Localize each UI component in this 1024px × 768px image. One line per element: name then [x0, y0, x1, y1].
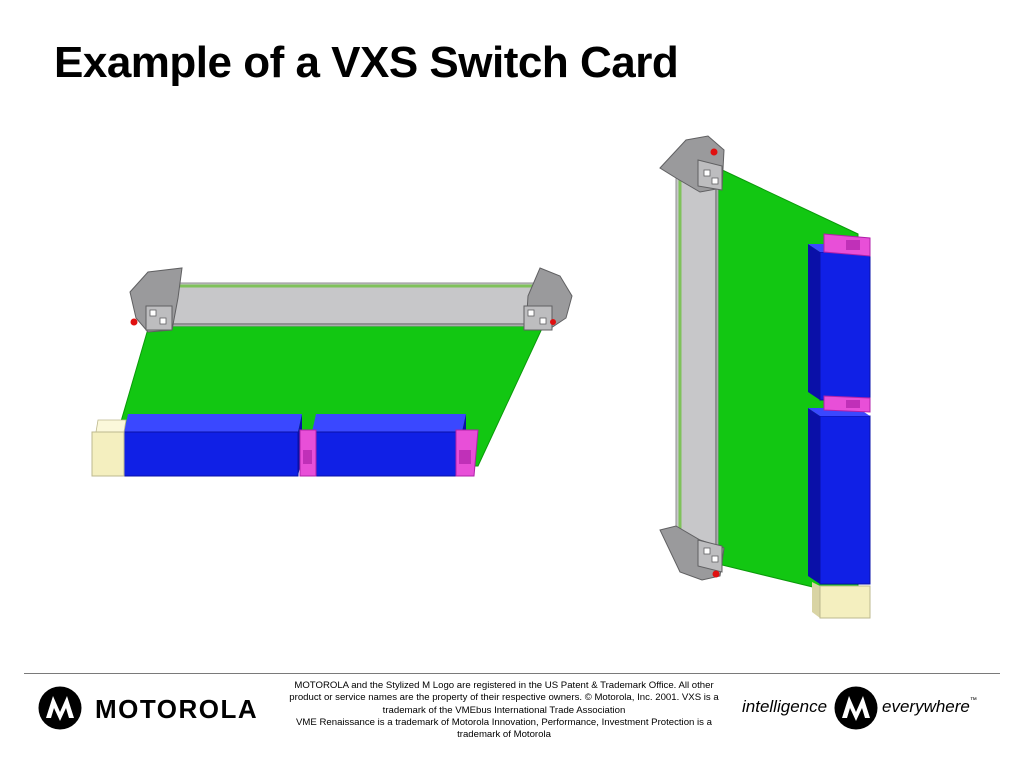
- legal-line: product or service names are the propert…: [289, 692, 719, 704]
- horizontal-switch-card: [91, 267, 573, 477]
- vertical-switch-card: [659, 135, 871, 619]
- horizontal-card-right-handle: [523, 267, 573, 331]
- vertical-card-connector-1: [808, 244, 871, 401]
- horizontal-card-guide-middle: [299, 429, 317, 477]
- legal-line: MOTOROLA and the Stylized M Logo are reg…: [294, 680, 714, 691]
- vertical-card-bottom-handle: [659, 525, 725, 581]
- vertical-card-guide-top: [823, 233, 871, 257]
- legal-line: trademark of the VMEbus International Tr…: [382, 704, 626, 716]
- horizontal-card-connector-2: [311, 414, 466, 477]
- tagline-everywhere: everywhere™: [882, 697, 977, 717]
- slide-title: Example of a VXS Switch Card: [54, 38, 679, 87]
- horizontal-card-left-handle: [129, 267, 183, 333]
- motorola-logo-icon: [38, 686, 82, 730]
- tagline-everywhere-text: everywhere: [882, 697, 970, 716]
- vxs-card-illustration: [91, 135, 871, 619]
- motorola-wordmark: MOTOROLA: [95, 694, 259, 724]
- trademark-mark: ™: [969, 697, 977, 704]
- vertical-card-top-handle: [659, 135, 725, 193]
- legal-line: VME Renaissance is a trademark of Motoro…: [296, 716, 712, 728]
- vertical-card-guide-middle: [823, 395, 871, 413]
- legal-notice: MOTOROLA and the Stylized M Logo are reg…: [272, 680, 736, 741]
- tagline-motorola-logo-icon: [834, 686, 878, 730]
- horizontal-card-connector-1: [123, 414, 302, 477]
- horizontal-card-front-panel: [149, 282, 539, 327]
- legal-line: trademark of Motorola: [457, 729, 551, 741]
- vertical-card-key-block: [812, 582, 871, 619]
- vertical-card-connector-2: [808, 408, 871, 585]
- horizontal-card-guide-end: [455, 429, 479, 477]
- tagline-intelligence: intelligence: [742, 697, 828, 716]
- vertical-card-front-panel: [675, 169, 719, 561]
- footer-divider: [24, 673, 1000, 674]
- horizontal-card-key-block: [91, 419, 127, 477]
